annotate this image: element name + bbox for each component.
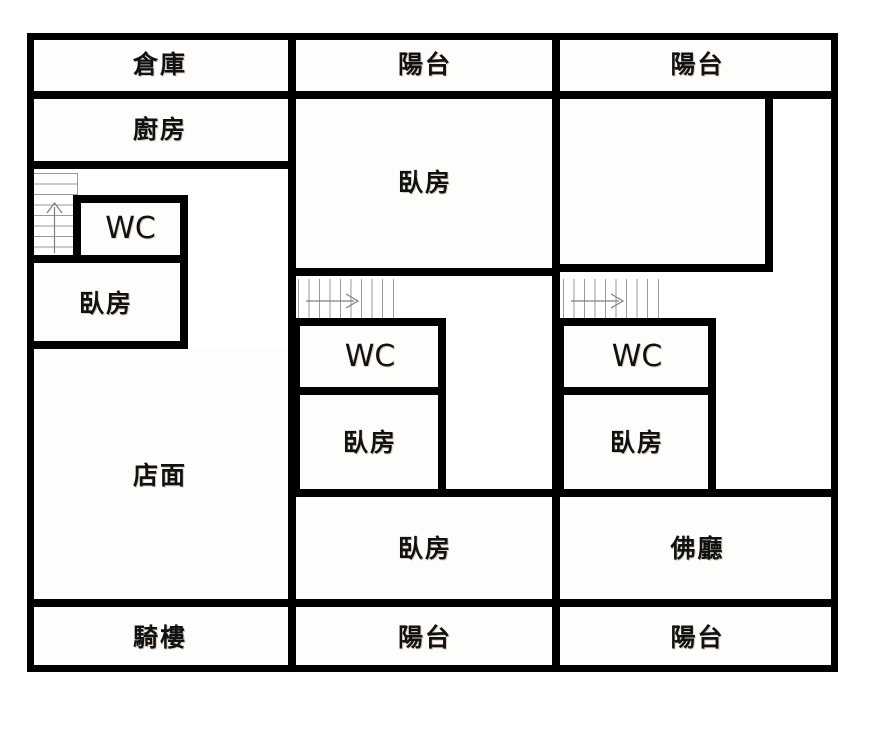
wall-bedroom-left-right [180, 255, 188, 349]
room-wc-right: WC [562, 322, 712, 391]
stair-left [31, 173, 78, 259]
room-bedroom-mid-top: 臥房 [293, 96, 557, 268]
wall-buddha-hall-top [557, 489, 838, 497]
room-label-buddha-hall: 佛廳 [670, 533, 725, 563]
wall-balcony-mid-top-bottom [293, 91, 557, 99]
room-bedroom-mid-3: 臥房 [293, 493, 557, 603]
room-label-wc-right: WC [611, 338, 663, 374]
room-label-balcony-mid-bottom: 陽台 [397, 623, 452, 652]
wall-balcony-mid-bottom-top [293, 599, 557, 607]
wall-bedroom-mid-2-left [294, 318, 300, 493]
wall-vertical-column-2 [552, 33, 560, 672]
room-label-shopfront: 店面 [132, 461, 187, 490]
wall-wc-mid-right [438, 318, 446, 493]
room-right-unlabeled [557, 96, 772, 268]
room-balcony-mid-top: 陽台 [293, 33, 557, 96]
room-arcade: 騎樓 [27, 603, 293, 672]
room-balcony-mid-bottom: 陽台 [293, 603, 557, 672]
wall-wc-mid-top [294, 318, 446, 326]
room-label-storage: 倉庫 [132, 50, 187, 79]
wall-kitchen-bottom [27, 161, 293, 169]
wall-balcony-right-bottom-top [557, 599, 838, 607]
wall-bedroom-mid-3-top [293, 489, 557, 497]
wall-vertical-column-1 [288, 33, 296, 672]
room-balcony-right-top: 陽台 [557, 33, 838, 96]
room-bedroom-right: 臥房 [562, 391, 712, 493]
room-label-bedroom-mid-3: 臥房 [397, 533, 452, 563]
room-label-bedroom-right: 臥房 [609, 427, 664, 457]
room-kitchen: 廚房 [27, 96, 293, 162]
room-label-balcony-right-top: 陽台 [670, 50, 725, 79]
room-label-wc-left: WC [105, 210, 156, 246]
stair-right [563, 279, 659, 323]
room-wc-middle: WC [298, 322, 442, 391]
room-label-bedroom-mid-top: 臥房 [397, 167, 452, 197]
room-label-balcony-mid-top: 陽台 [397, 50, 452, 79]
room-label-balcony-right-bottom: 陽台 [670, 623, 725, 652]
room-label-kitchen: 廚房 [132, 114, 187, 144]
wall-storage-kitchen-divider [27, 91, 293, 99]
room-shopfront: 店面 [27, 348, 293, 603]
wall-bedroom-left-bottom [27, 341, 188, 349]
room-storage: 倉庫 [27, 33, 293, 96]
room-bedroom-left: 臥房 [27, 258, 185, 348]
wall-wc-left-bottom [27, 255, 188, 263]
wall-right-room-right [765, 96, 773, 272]
wall-bedroom-right-left [558, 318, 564, 493]
wall-right-room-bottom [557, 264, 772, 272]
outer-wall-frame [27, 33, 838, 672]
wall-wc-right-top [558, 318, 716, 326]
wall-wc-left-left [73, 195, 81, 263]
room-buddha-hall: 佛廳 [557, 493, 838, 603]
wall-wc-right-right [708, 318, 716, 493]
wall-balcony-right-top-bottom [557, 91, 838, 99]
room-bedroom-mid-2: 臥房 [298, 391, 442, 493]
wall-wc-left-right [180, 195, 188, 263]
wall-wc-mid-bottom [294, 387, 446, 395]
room-label-bedroom-mid-2: 臥房 [342, 427, 397, 457]
wall-shopfront-arcade-divider [27, 599, 293, 607]
wall-wc-left-top [73, 195, 188, 203]
room-wc-left: WC [77, 199, 184, 258]
room-label-bedroom-left: 臥房 [78, 288, 133, 318]
stair-middle [298, 279, 394, 323]
wall-bedroom-mid-top-bottom [293, 268, 557, 276]
room-label-arcade: 騎樓 [132, 623, 187, 652]
room-label-wc-middle: WC [344, 338, 396, 374]
room-balcony-right-bottom: 陽台 [557, 603, 838, 672]
wall-wc-right-bottom [558, 387, 716, 395]
